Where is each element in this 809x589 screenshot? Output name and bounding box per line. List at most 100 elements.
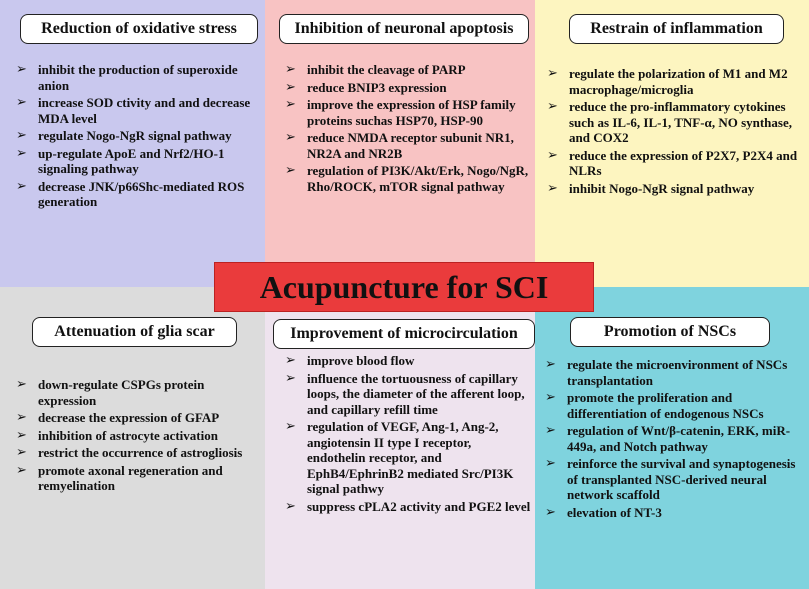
item-list-inflammation: ➢ regulate the polarization of M1 and M2 …	[547, 66, 805, 198]
arrow-bullet-icon: ➢	[285, 353, 296, 368]
item-list-nsc: ➢ regulate the microenvironment of NSCs t…	[545, 357, 805, 522]
list-item-text: influence the tortuousness of capillary …	[307, 370, 525, 417]
arrow-bullet-icon: ➢	[285, 130, 296, 145]
arrow-bullet-icon: ➢	[545, 456, 556, 471]
arrow-bullet-icon: ➢	[16, 178, 27, 194]
arrow-bullet-icon: ➢	[545, 423, 556, 438]
list-item-text: inhibit Nogo-NgR signal pathway	[569, 180, 755, 196]
arrow-bullet-icon: ➢	[547, 99, 558, 114]
list-item: ➢ inhibit the cleavage of PARP	[285, 62, 531, 78]
panel-neuronal-apoptosis: Inhibition of neuronal apoptosis ➢ inhibi…	[265, 0, 535, 287]
arrow-bullet-icon: ➢	[16, 145, 27, 161]
list-item: ➢ increase SOD ctivity and and decrease M…	[16, 95, 261, 126]
list-item-text: down-regulate CSPGs protein expression	[38, 377, 205, 408]
item-list-glia: ➢down-regulate CSPGs protein expression➢…	[16, 377, 261, 496]
list-item: ➢ reduce the expression of P2X7, P2X4 and…	[547, 148, 805, 179]
arrow-bullet-icon: ➢	[545, 357, 556, 372]
arrow-bullet-icon: ➢	[16, 462, 27, 478]
list-item-text: promote the proliferation and differenti…	[567, 390, 764, 421]
item-list-apoptosis: ➢ inhibit the cleavage of PARP ➢ reduce BNI…	[285, 62, 531, 196]
list-item: ➢regulate Nogo-NgR signal pathway	[16, 128, 261, 144]
panel-inflammation: Restrain of inflammation ➢ regulate the p…	[535, 0, 809, 287]
arrow-bullet-icon: ➢	[285, 498, 296, 514]
list-item-text: suppress cPLA2 activity and PGE2 level	[307, 498, 531, 514]
list-item-text: restrict the occurrence of astrogliosis	[38, 445, 243, 460]
list-item-text: regulation of VEGF, Ang-1, Ang-2, angiot…	[307, 419, 514, 496]
panel-glia-scar: Attenuation of glia scar ➢down-regulate …	[0, 287, 265, 589]
list-item-text: reduce NMDA receptor subunit NR1, NR2A a…	[307, 130, 514, 161]
list-item-text: inhibit the production of superoxide ani…	[38, 62, 238, 93]
list-item-text: improve the expression of HSP family pro…	[307, 97, 516, 128]
arrow-bullet-icon: ➢	[16, 410, 27, 425]
panel-title-inflammation: Restrain of inflammation	[569, 14, 784, 44]
list-item: ➢ up-regulate ApoE and Nrf2/HO-1 signalin…	[16, 146, 261, 177]
list-item: ➢ promote the proliferation and different…	[545, 390, 805, 421]
arrow-bullet-icon: ➢	[285, 79, 296, 95]
arrow-bullet-icon: ➢	[16, 445, 27, 460]
list-item-text: regulate Nogo-NgR signal pathway	[38, 128, 232, 143]
arrow-bullet-icon: ➢	[285, 163, 296, 178]
list-item: ➢ regulate the polarization of M1 and M2 …	[547, 66, 805, 97]
list-item: ➢ influence the tortuousness of capillary…	[285, 371, 533, 418]
item-list-oxidative: ➢ inhibit the production of superoxide an…	[16, 62, 261, 212]
list-item: ➢ reinforce the survival and synaptogenes…	[545, 456, 805, 503]
list-item-text: regulate the microenvironment of NSCs tr…	[567, 357, 788, 388]
list-item: ➢ inhibition of astrocyte activation	[16, 428, 261, 444]
arrow-bullet-icon: ➢	[16, 62, 27, 77]
list-item: ➢ regulation of PI3K/Akt/Erk, Nogo/NgR, R…	[285, 163, 531, 194]
panel-title-apoptosis: Inhibition of neuronal apoptosis	[279, 14, 529, 44]
list-item: ➢ promote axonal regeneration and remyeli…	[16, 463, 261, 494]
item-list-micro: ➢ improve blood flow ➢ influence the tortuo…	[285, 353, 533, 516]
list-item: ➢ decrease the expression of GFAP	[16, 410, 261, 426]
list-item: ➢ elevation of NT-3	[545, 505, 805, 521]
arrow-bullet-icon: ➢	[545, 504, 556, 520]
list-item: ➢ reduce the pro-inflammatory cytokines s…	[547, 99, 805, 146]
panel-title-oxidative: Reduction of oxidative stress	[20, 14, 258, 44]
arrow-bullet-icon: ➢	[547, 147, 558, 163]
arrow-bullet-icon: ➢	[16, 95, 27, 110]
list-item-text: inhibition of astrocyte activation	[38, 427, 218, 443]
arrow-bullet-icon: ➢	[547, 180, 558, 196]
list-item-text: up-regulate ApoE and Nrf2/HO-1 signaling…	[38, 145, 225, 177]
list-item-text: regulate the polarization of M1 and M2 m…	[569, 66, 788, 97]
arrow-bullet-icon: ➢	[285, 62, 296, 77]
panel-title-glia: Attenuation of glia scar	[32, 317, 237, 347]
arrow-bullet-icon: ➢	[16, 427, 27, 443]
list-item: ➢ improve blood flow	[285, 353, 533, 369]
list-item: ➢ reduce BNIP3 expression	[285, 80, 531, 96]
list-item: ➢ restrict the occurrence of astrogliosis	[16, 445, 261, 461]
list-item-text: improve blood flow	[307, 353, 415, 368]
arrow-bullet-icon: ➢	[285, 419, 296, 434]
arrow-bullet-icon: ➢	[545, 390, 556, 405]
list-item-text: decrease JNK/p66Shc-mediated ROS generat…	[38, 178, 245, 210]
list-item: ➢ inhibit Nogo-NgR signal pathway	[547, 181, 805, 197]
list-item: ➢ decrease JNK/p66Shc-mediated ROS genera…	[16, 179, 261, 210]
list-item: ➢ inhibit the production of superoxide an…	[16, 62, 261, 93]
center-title-banner: Acupuncture for SCI	[214, 262, 594, 312]
list-item-text: reduce the expression of P2X7, P2X4 and …	[569, 147, 798, 179]
panel-oxidative-stress: Reduction of oxidative stress ➢ inhibit t…	[0, 0, 265, 287]
list-item: ➢ regulation of VEGF, Ang-1, Ang-2, angio…	[285, 419, 533, 497]
panel-nscs: Promotion of NSCs ➢ regulate the microenv…	[535, 287, 809, 589]
list-item-text: inhibit the cleavage of PARP	[307, 62, 466, 77]
panel-title-micro: Improvement of microcirculation	[273, 319, 535, 349]
list-item: ➢ regulate the microenvironment of NSCs t…	[545, 357, 805, 388]
panel-title-nsc: Promotion of NSCs	[570, 317, 770, 347]
arrow-bullet-icon: ➢	[285, 97, 296, 112]
arrow-bullet-icon: ➢	[285, 370, 296, 386]
list-item-text: elevation of NT-3	[567, 504, 662, 520]
list-item-text: reduce BNIP3 expression	[307, 79, 447, 95]
arrow-bullet-icon: ➢	[547, 66, 558, 81]
panel-microcirculation: Improvement of microcirculation ➢ improve…	[265, 287, 535, 589]
list-item-text: reduce the pro-inflammatory cytokines su…	[569, 99, 792, 145]
list-item: ➢down-regulate CSPGs protein expression	[16, 377, 261, 408]
list-item-text: promote axonal regeneration and remyelin…	[38, 462, 223, 494]
list-item: ➢ improve the expression of HSP family pr…	[285, 97, 531, 128]
list-item-text: reinforce the survival and synaptogenesi…	[567, 456, 796, 502]
list-item: ➢ reduce NMDA receptor subunit NR1, NR2A …	[285, 130, 531, 161]
list-item-text: decrease the expression of GFAP	[38, 410, 220, 425]
list-item-text: increase SOD ctivity and and decrease MD…	[38, 95, 251, 126]
list-item-text: regulation of PI3K/Akt/Erk, Nogo/NgR, Rh…	[307, 163, 529, 194]
list-item: ➢regulation of Wnt/β-catenin, ERK, miR-4…	[545, 423, 805, 454]
